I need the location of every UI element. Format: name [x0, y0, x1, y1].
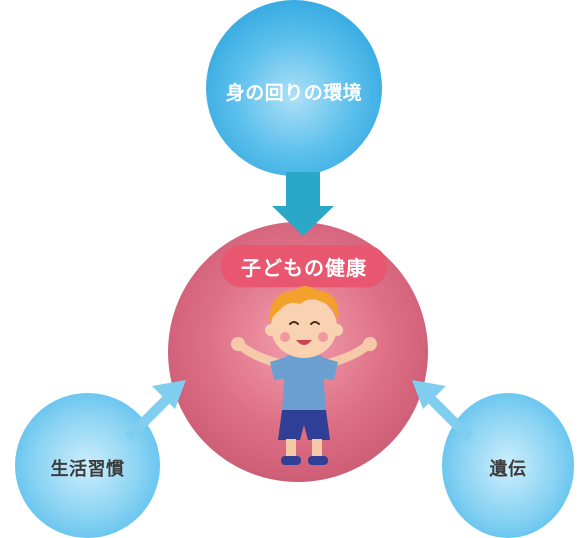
arrow-up-left-icon [412, 380, 474, 442]
watercolor-wash [442, 393, 574, 538]
watercolor-wash [206, 0, 382, 176]
arrow-up-right-icon [124, 380, 186, 442]
genetics-label: 遺伝 [489, 459, 527, 480]
environment-circle: 身の回りの環境 [206, 0, 382, 176]
watercolor-wash [15, 393, 160, 538]
genetics-circle: 遺伝 [442, 393, 574, 538]
child-health-title: 子どもの健康 [221, 245, 387, 287]
lifestyle-circle: 生活習慣 [15, 393, 160, 538]
environment-label: 身の回りの環境 [225, 82, 363, 104]
lifestyle-label: 生活習慣 [50, 459, 125, 480]
child-illustration [231, 286, 377, 465]
arrow-down-icon [272, 172, 334, 236]
